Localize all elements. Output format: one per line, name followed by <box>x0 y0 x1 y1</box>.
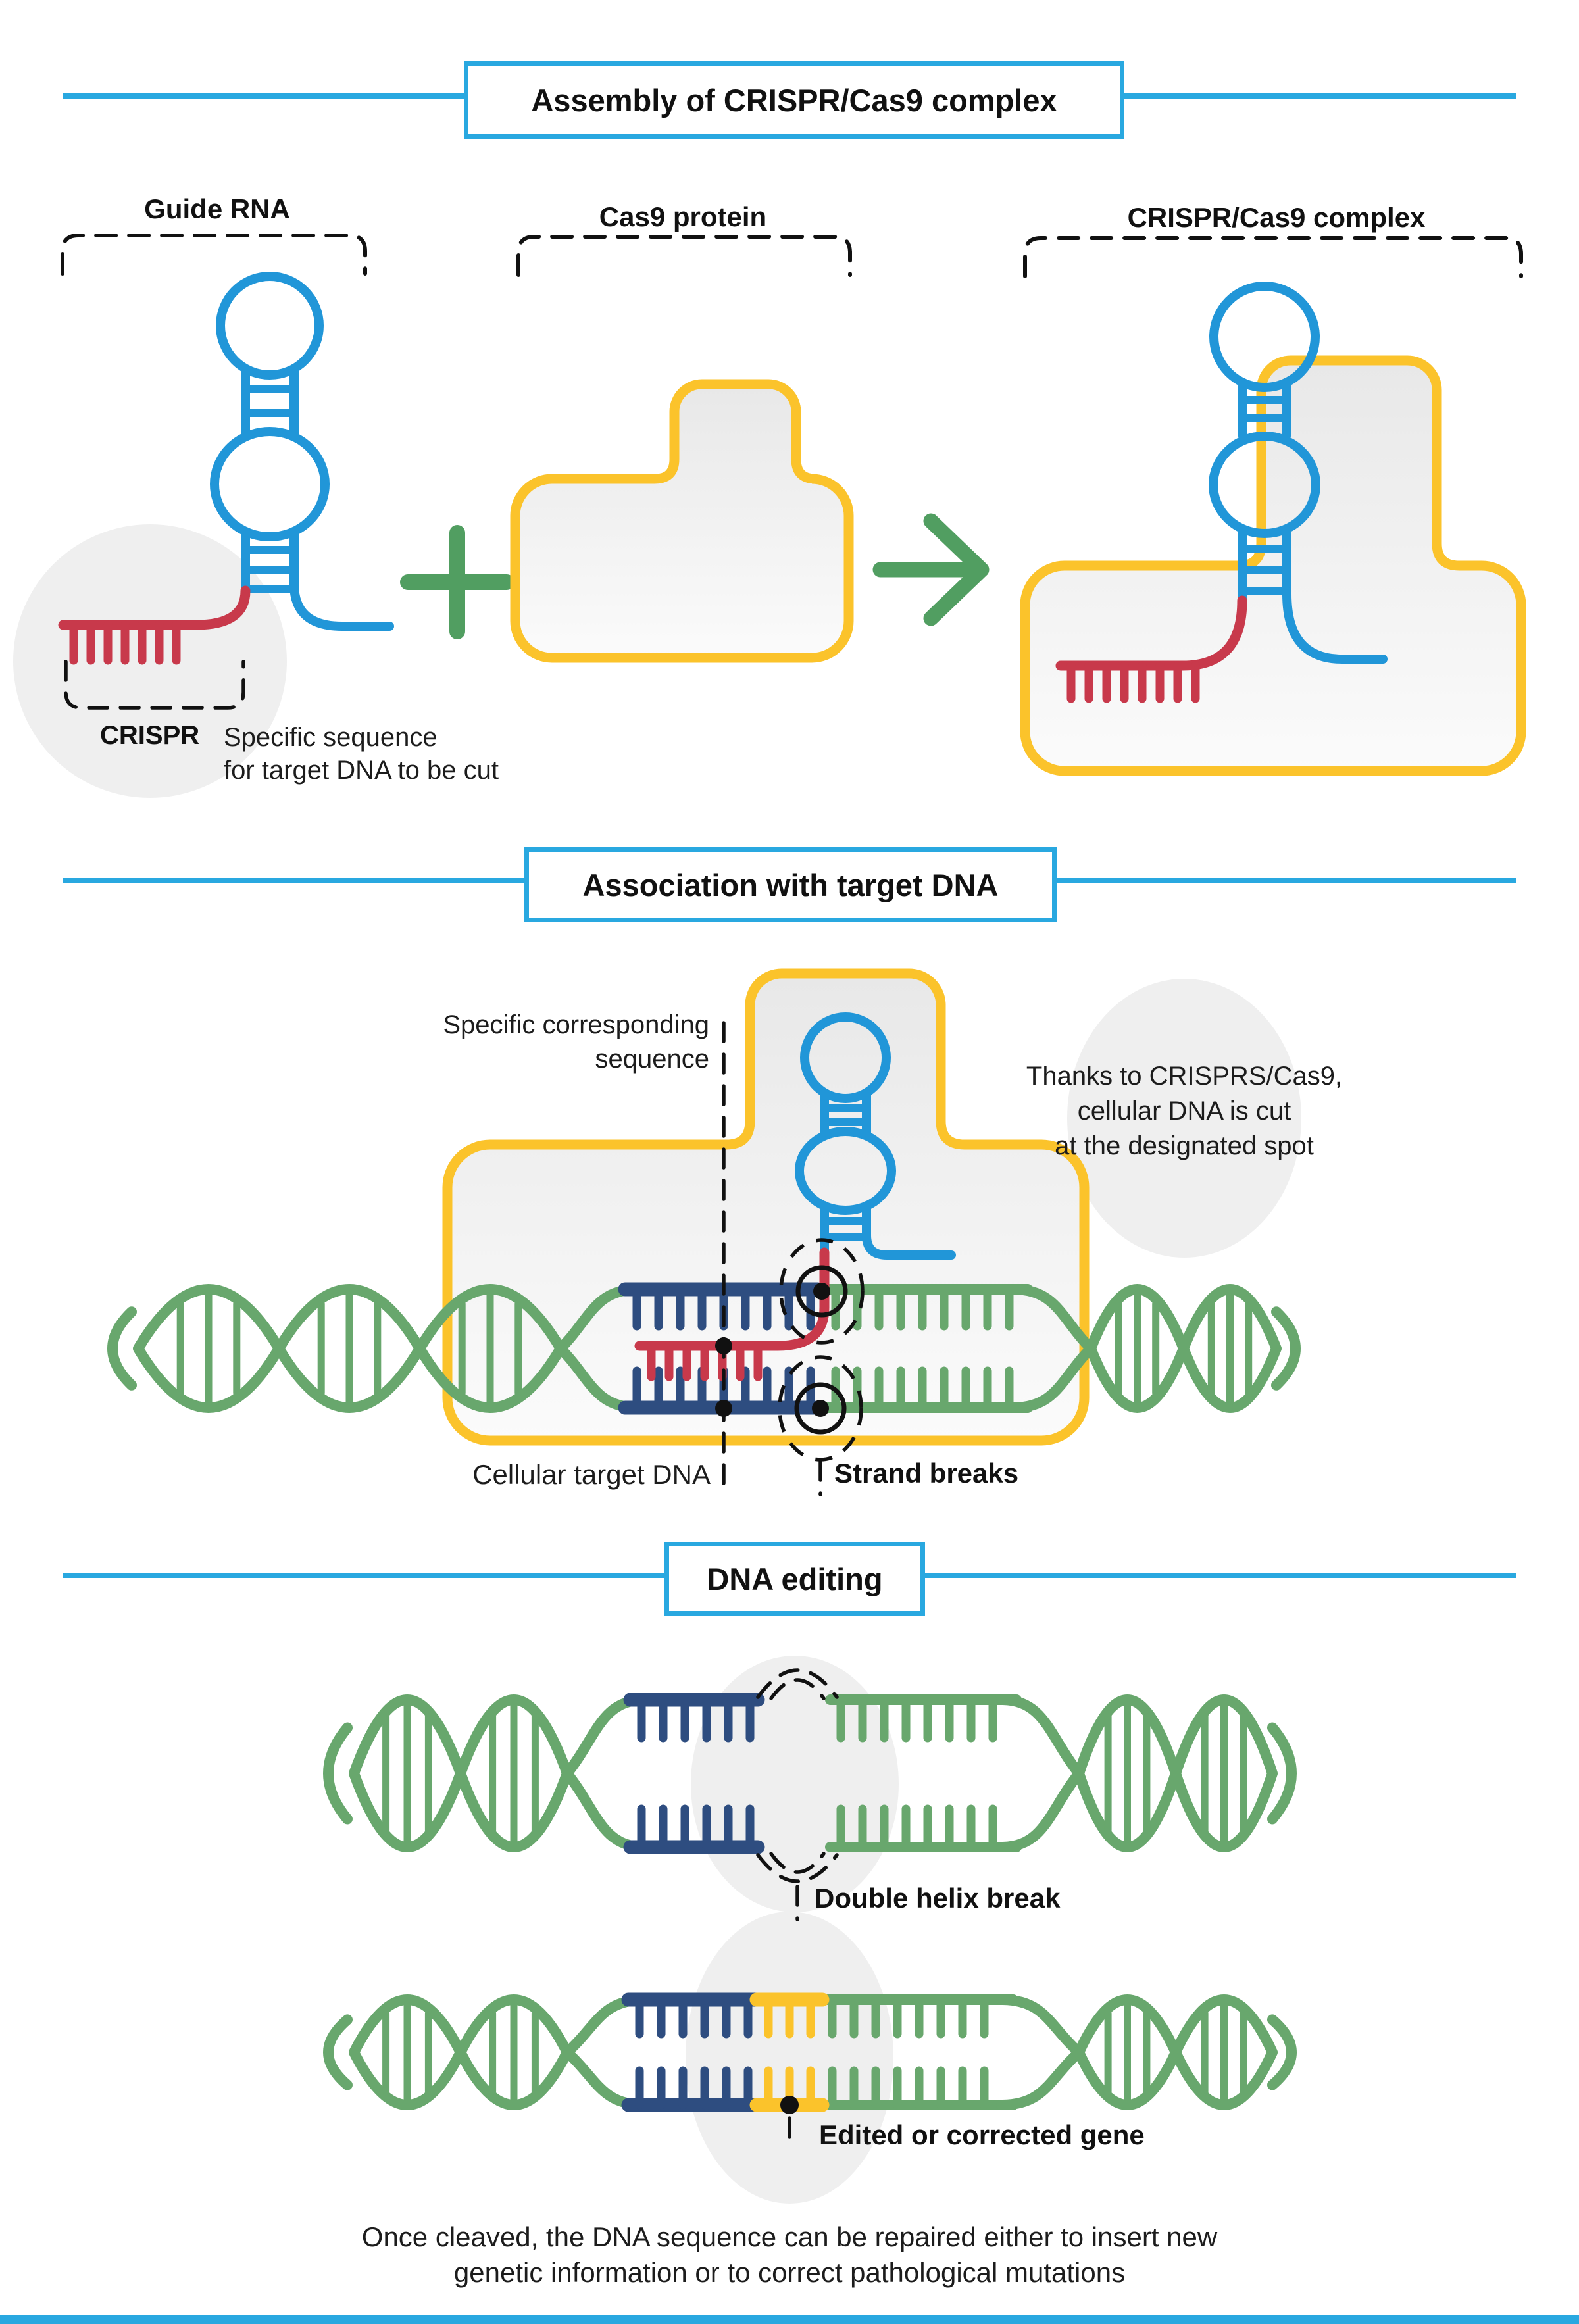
guide-rna-label: Guide RNA <box>144 193 290 224</box>
cas9-label: Cas9 protein <box>599 201 767 232</box>
edited-blob <box>686 1912 893 2204</box>
edited-gene-marker <box>780 2096 799 2145</box>
footer-line1: Once cleaved, the DNA sequence can be re… <box>361 2221 1218 2252</box>
cellular-target-dna-label: Cellular target DNA <box>472 1459 711 1490</box>
complex-rna-structure <box>1055 282 1388 703</box>
strand-break-marker-top <box>779 1238 865 1345</box>
cellular-dna-helix <box>107 1282 1301 1415</box>
note-line1: Thanks to CRISPRS/Cas9, <box>1026 1062 1343 1091</box>
break-dashes-top <box>756 1668 839 1700</box>
crispr-desc-line1: Specific sequence <box>224 723 438 752</box>
complex-bracket <box>1023 236 1523 278</box>
crispr-desc-line2: for target DNA to be cut <box>224 756 499 785</box>
cut-note: Thanks to CRISPRS/Cas9, cellular DNA is … <box>1026 1059 1342 1164</box>
section-title-editing: DNA editing <box>664 1542 925 1616</box>
break-dashes-bottom <box>756 1852 839 1921</box>
note-line2: cellular DNA is cut <box>1077 1097 1291 1125</box>
guide-rna-bracket <box>61 234 367 276</box>
footer-line2: genetic information or to correct pathol… <box>453 2257 1126 2288</box>
cas9-protein-shape <box>510 379 854 663</box>
complex-rna-on-dna <box>634 1012 956 1381</box>
cas9-bracket <box>516 235 852 277</box>
sequence-match-dots <box>715 1337 732 1417</box>
edited-gene-label: Edited or corrected gene <box>819 2119 1145 2150</box>
guide-rna-structure <box>58 272 394 665</box>
crispr-highlight-blob <box>13 524 287 798</box>
crispr-sequence-bracket <box>64 660 245 710</box>
crispr-label: CRISPR <box>100 721 200 750</box>
note-line3: at the designated spot <box>1055 1131 1314 1160</box>
strand-break-marker-bottom <box>778 1355 863 1462</box>
complex-label: CRISPR/Cas9 complex <box>1127 202 1426 233</box>
crispr-description: Specific sequence for target DNA to be c… <box>224 721 499 787</box>
footer-bar <box>0 2315 1579 2324</box>
double-helix-break-label: Double helix break <box>815 1883 1061 1914</box>
footer-caption: Once cleaved, the DNA sequence can be re… <box>362 2219 1217 2290</box>
strand-breaks-label: Strand breaks <box>834 1458 1019 1489</box>
broken-dna-helix <box>323 1693 1297 1854</box>
section-title-association: Association with target DNA <box>524 847 1057 922</box>
corresponding-sequence-label: Specific corresponding sequence <box>443 1008 709 1076</box>
seq-label-line2: sequence <box>595 1045 709 1074</box>
note-blob <box>1067 979 1301 1258</box>
plus-icon <box>400 525 514 639</box>
seq-label-line1: Specific corresponding <box>443 1010 709 1039</box>
arrow-right-icon <box>872 513 990 626</box>
section-title-assembly: Assembly of CRISPR/Cas9 complex <box>464 61 1124 139</box>
